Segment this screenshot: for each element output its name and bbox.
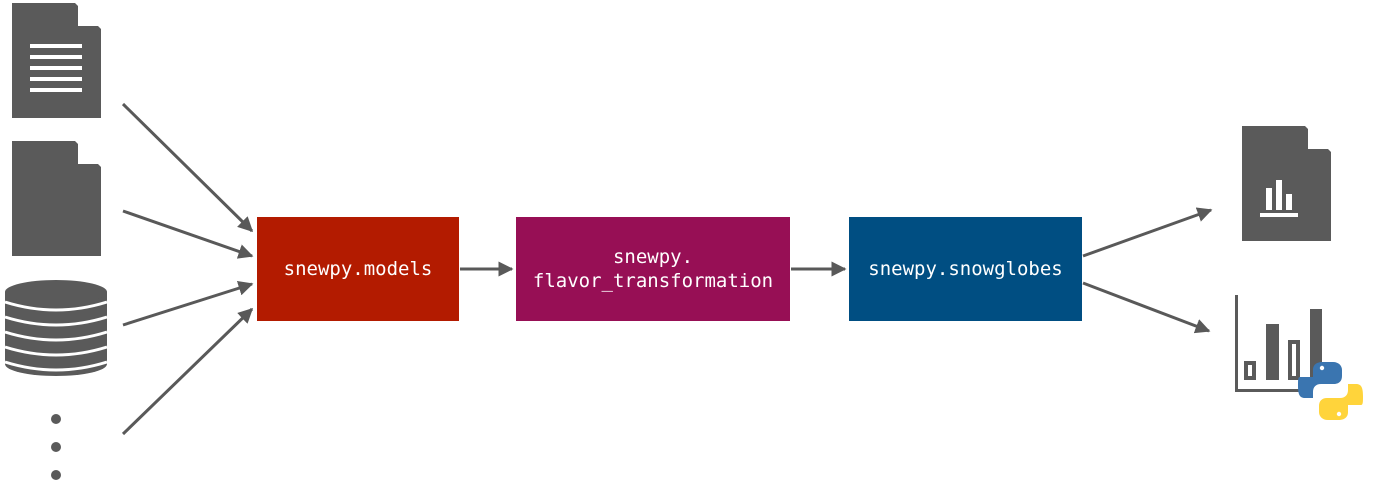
chart-document-icon <box>1242 126 1331 241</box>
ellipsis-vertical-icon <box>51 414 61 480</box>
flavor-label-line2: flavor_transformation <box>532 270 774 292</box>
input-arrows <box>121 102 254 436</box>
arrow-to-chart-document <box>1082 207 1213 258</box>
document-lines-icon <box>12 3 101 118</box>
flavor-label-line1: snewpy. <box>612 246 694 268</box>
snowglobes-box: snewpy.snowglobes <box>849 217 1082 321</box>
bar-chart-python-icon <box>1235 295 1363 420</box>
arrow-to-bar-chart <box>1082 281 1211 334</box>
models-box: snewpy.models <box>257 217 459 321</box>
models-label: snewpy.models <box>283 258 433 280</box>
flavor-transformation-box: snewpy. flavor_transformation <box>516 217 790 321</box>
snowglobes-label: snewpy.snowglobes <box>868 258 1063 280</box>
document-blank-icon <box>12 141 101 256</box>
database-icon <box>4 280 108 376</box>
